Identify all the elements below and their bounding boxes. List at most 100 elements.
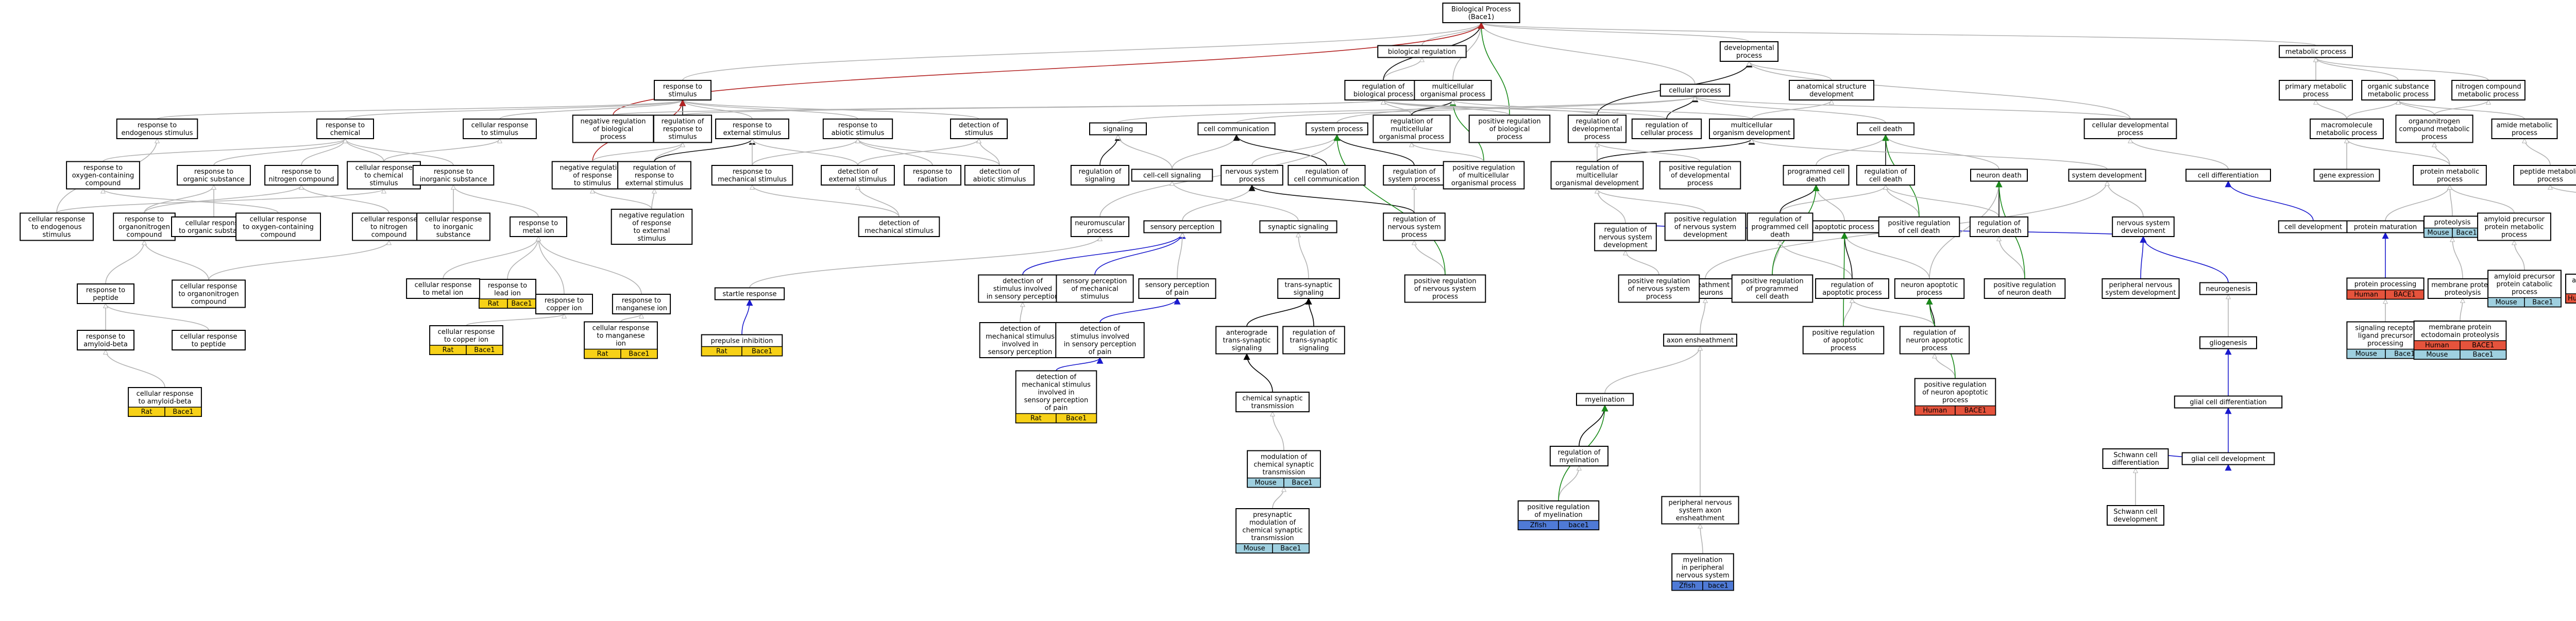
go-term-node[interactable]: cell development <box>2278 220 2349 233</box>
go-term-node[interactable]: glial cell development <box>2181 452 2275 465</box>
go-term-node[interactable]: cell-cell signaling <box>1131 169 1213 182</box>
go-term-node[interactable]: sensory perception <box>1143 220 1222 233</box>
go-term-node[interactable]: signaling <box>1089 122 1147 136</box>
go-term-node[interactable]: apoptotic process <box>1807 220 1882 233</box>
go-term-node[interactable]: cell communication <box>1197 122 1276 136</box>
go-term-node[interactable]: metabolic process <box>2279 45 2353 58</box>
go-term-node[interactable]: gliogenesis <box>2199 336 2257 349</box>
go-term-node[interactable]: gene expression <box>2313 169 2380 182</box>
go-term-node[interactable]: cell differentiation <box>2185 169 2271 182</box>
go-term-node[interactable]: protein maturation <box>2346 220 2425 233</box>
go-term-node[interactable]: neuron death <box>1970 169 2028 182</box>
go-term-node[interactable]: myelination <box>1576 393 1634 406</box>
go-term-node[interactable]: cellular process <box>1659 83 1731 97</box>
go-term-node[interactable]: amyloid-betaformationHumanBACE1 <box>2565 274 2576 304</box>
go-term-node[interactable]: biological regulation <box>1377 45 1467 58</box>
go-term-node[interactable]: glial cell differentiation <box>2174 395 2283 409</box>
go-term-node[interactable]: synaptic signaling <box>1259 220 1337 233</box>
